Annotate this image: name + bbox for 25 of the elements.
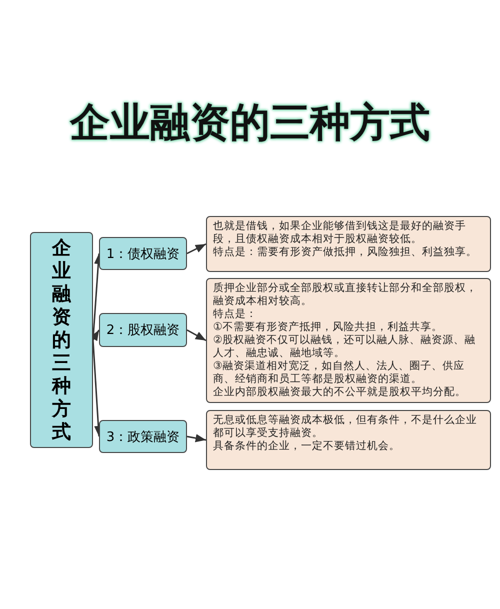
vertical-heading: 企业融资的三种方式 — [50, 236, 72, 444]
category-box — [99, 420, 187, 453]
arrow — [186, 434, 206, 442]
description-text: 无息或低息等融资成本极低，但有条件，不是什么企业都可以享受支持融资。 — [213, 414, 478, 440]
description-box — [206, 278, 491, 403]
description-text: ②股权融资不仅可以融钱，还可以融人脉、融资源、融人才、融忠诚、融地域等。 — [213, 334, 476, 360]
title: 企业融资的三种方式 — [68, 99, 431, 148]
category-box — [99, 313, 187, 347]
arrow — [186, 243, 206, 254]
category-box — [99, 237, 187, 270]
description-box — [206, 410, 491, 470]
vertical-title-box — [30, 232, 93, 448]
category-label: 2：股权融资 — [106, 322, 180, 339]
category-label: 1：债权融资 — [106, 246, 180, 262]
category-label: 3：政策融资 — [106, 428, 180, 446]
arrow — [186, 329, 206, 342]
description-text: 特点是： — [213, 308, 258, 321]
description-text: 企业内部股权融资最大的不公平就是股权平均分配。 — [213, 386, 467, 399]
description-box — [206, 216, 491, 272]
description-text: ③融资渠道相对宽泛，如自然人、法人、圈子、供应商、经销商和员工等都是股权融资的渠道。 — [213, 360, 466, 386]
description-text: ①不需要有形资产抵押，风险共担，利益共享。 — [213, 321, 444, 334]
description-text: 也就是借钱，如果企业能够借到钱这是最好的融资手段，且债权融资成本相对于股权融资较低。 — [213, 220, 467, 246]
description-text: 具备条件的企业，一定不要错过机会。 — [213, 440, 401, 453]
description-text: 特点是：需要有形资产做抵押，风险独担、利益独享。 — [213, 246, 478, 259]
description-text: 质押企业部分或全部股权或直接转让部分和全部股权，融资成本相对较高。 — [213, 282, 478, 308]
